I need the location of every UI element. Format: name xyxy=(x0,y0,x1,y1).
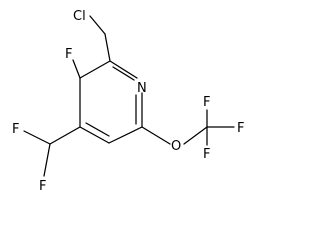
bond-c5-c4 xyxy=(79,126,110,144)
bond-c2-n xyxy=(109,60,138,79)
molecule-structure: Cl F N F F O F F F xyxy=(12,9,244,194)
bond-o-cf3 xyxy=(183,126,208,145)
bond-chf2-fbottom xyxy=(43,143,51,177)
atom-cl: Cl xyxy=(73,9,86,24)
bond-c3-f xyxy=(72,59,81,79)
bond-cl-ch2 xyxy=(89,15,106,35)
atom-f-ring: F xyxy=(65,47,72,62)
atom-f-chf2-bottom: F xyxy=(39,179,46,194)
bond-chf2-ftop xyxy=(23,130,51,145)
bond-c3-c2 xyxy=(79,60,111,79)
bond-c5-c4-inner xyxy=(85,122,110,137)
atom-n-ring: N xyxy=(137,81,147,96)
bond-c2-n-inner xyxy=(112,66,135,81)
bond-c6-c5 xyxy=(108,126,143,144)
atom-o-ether: O xyxy=(171,139,181,154)
atom-labels: Cl F N F F O F F F xyxy=(12,9,244,194)
bond-ch2-c2 xyxy=(104,33,111,62)
bond-c6-o xyxy=(141,126,171,145)
atom-f-cf3-bottom: F xyxy=(203,147,210,162)
bond-lines xyxy=(23,15,235,177)
atom-f-cf3-top: F xyxy=(203,95,210,110)
atom-f-cf3-right: F xyxy=(237,121,244,136)
atom-f-chf2-top: F xyxy=(12,122,19,137)
bond-c4-chf2 xyxy=(49,126,81,145)
